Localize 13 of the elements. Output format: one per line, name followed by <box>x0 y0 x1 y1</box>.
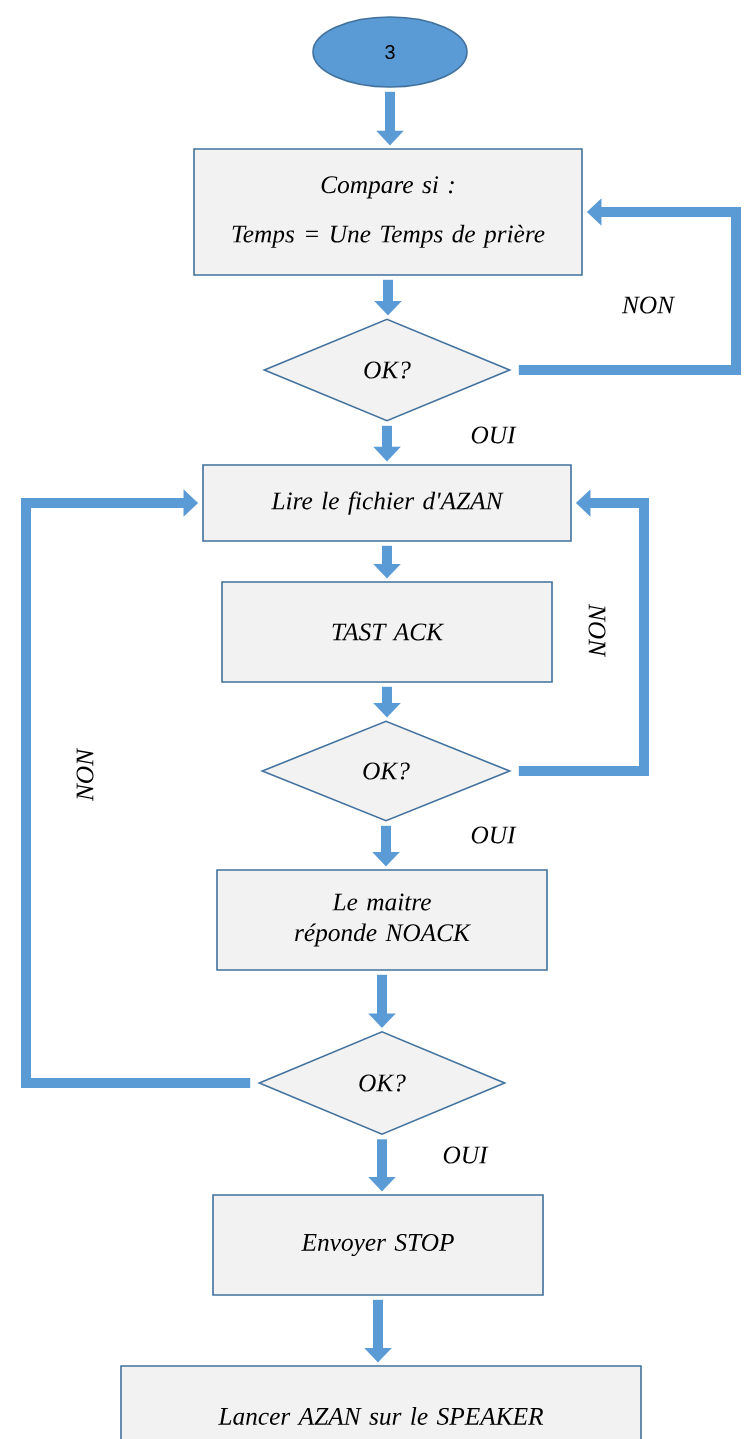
process-box: Lire le fichier d'AZAN <box>202 464 572 542</box>
process-box: Lancer AZAN sur le SPEAKER <box>120 1365 642 1439</box>
edge-label: OUI <box>469 825 517 845</box>
process-box: Compare si : Temps = Une Temps de prière <box>193 148 583 276</box>
process-box: Le maitre réponde NOACK <box>216 869 548 971</box>
edge-label: NON <box>587 602 607 658</box>
process-box: TAST ACK <box>221 581 553 683</box>
process-box: Envoyer STOP <box>212 1194 544 1296</box>
arrow <box>21 489 251 1088</box>
edge-label: OUI <box>469 425 517 445</box>
edge-label: NON <box>620 295 676 315</box>
edge-label: NON <box>75 747 95 803</box>
edge-label: OUI <box>441 1145 489 1165</box>
